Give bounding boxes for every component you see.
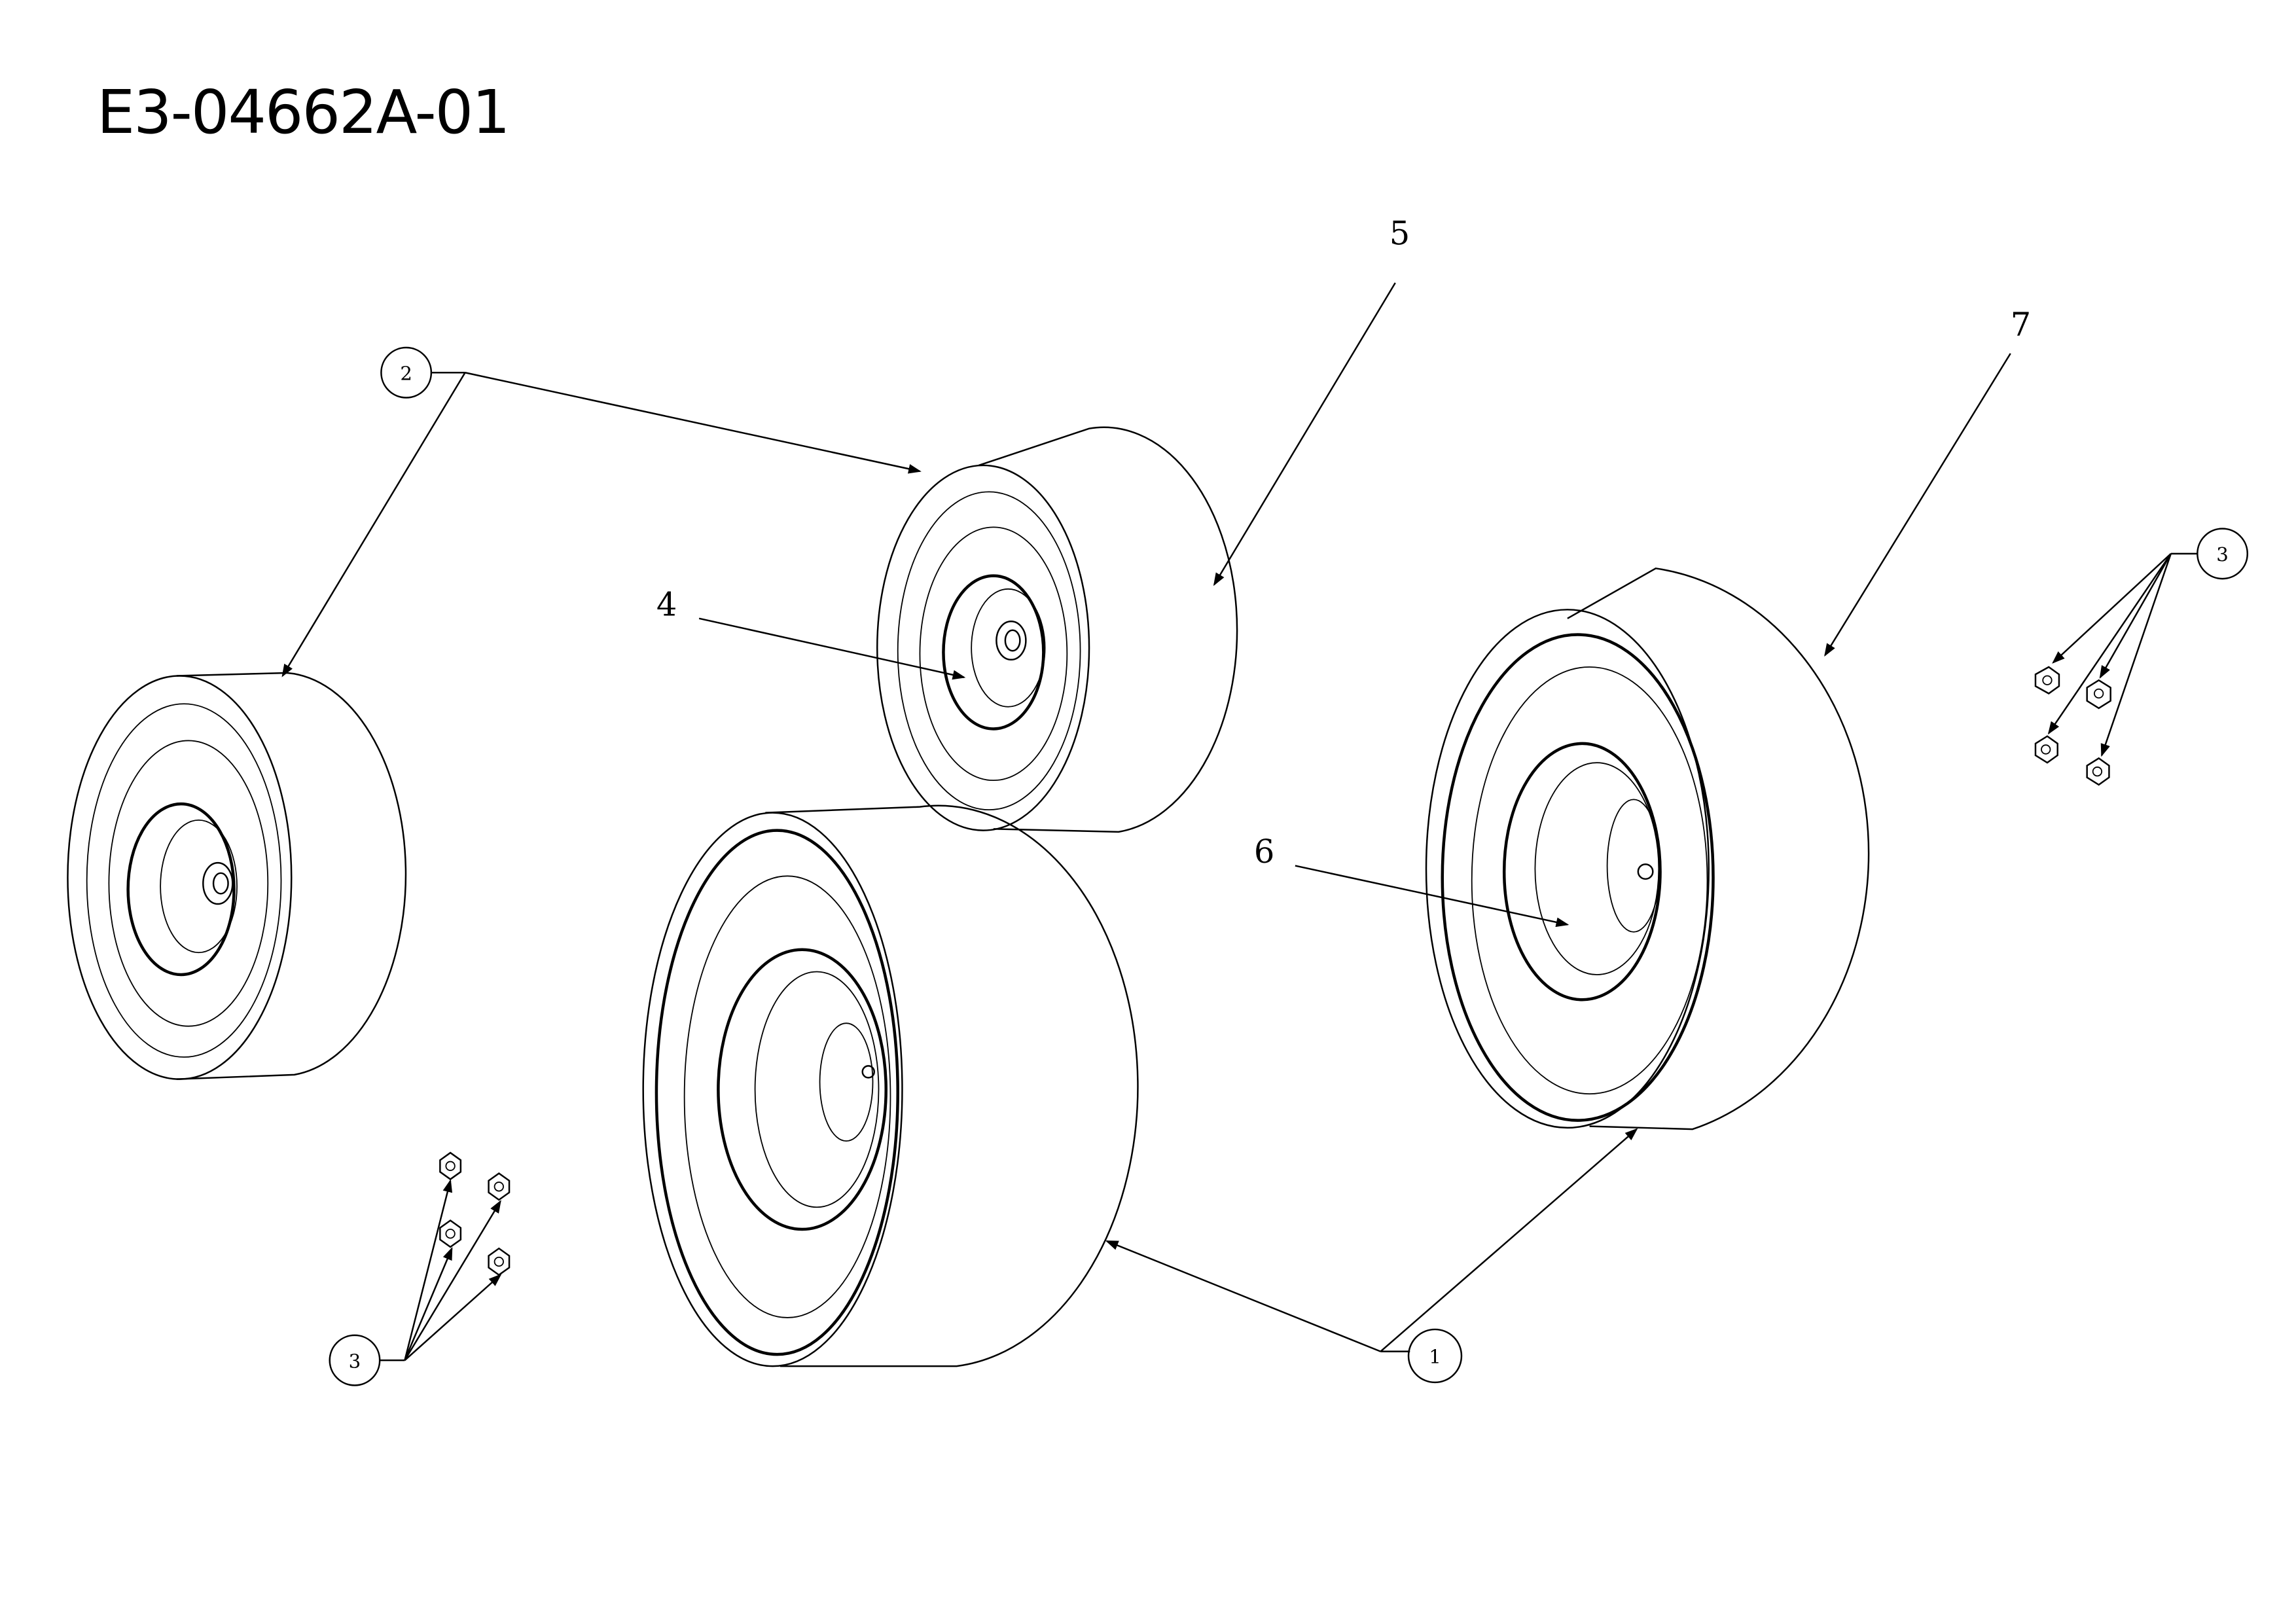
diagram-id: E3-04662A-01 [97, 77, 511, 147]
callout-7[interactable]: 7 [2011, 306, 2031, 344]
wheel-large-right[interactable] [1425, 568, 1870, 1130]
leader-lines [281, 282, 2198, 1362]
svg-text:1: 1 [1429, 1346, 1441, 1368]
lug-nuts-right[interactable] [2034, 666, 2111, 786]
svg-text:3: 3 [349, 1350, 361, 1372]
callout-5[interactable]: 5 [1390, 215, 1410, 253]
callout-1[interactable]: 1 [1407, 1328, 1463, 1384]
callout-3-right[interactable]: 3 [2197, 528, 2249, 580]
callout-6[interactable]: 6 [1254, 833, 1274, 871]
wheel-small-left[interactable] [67, 672, 407, 1080]
callout-2[interactable]: 2 [380, 346, 433, 399]
svg-text:3: 3 [2216, 543, 2229, 566]
callout-3-left[interactable]: 3 [329, 1334, 381, 1386]
wheel-small-center[interactable] [876, 426, 1238, 833]
callout-4[interactable]: 4 [656, 585, 677, 623]
svg-text:2: 2 [400, 363, 412, 385]
lug-nuts-left[interactable] [439, 1151, 511, 1276]
wheel-large-front[interactable] [642, 804, 1139, 1367]
